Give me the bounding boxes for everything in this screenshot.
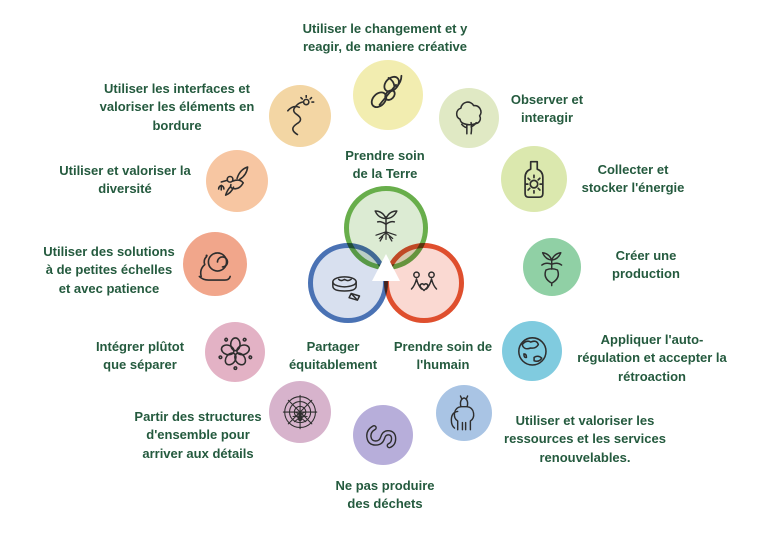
people-heart-icon <box>410 271 438 292</box>
principle-circle-diversity <box>206 150 268 212</box>
principle-label-small-slow: Utiliser des solutions à de petites éche… <box>43 244 175 296</box>
principle-label-renewables: Utiliser et valoriser les ressources et … <box>504 413 666 465</box>
winding-path-icon <box>286 94 315 136</box>
horse-icon <box>450 395 475 431</box>
principle-circle-edges <box>269 85 331 147</box>
principle-circle-collect-energy <box>501 146 567 212</box>
spider-web-icon <box>282 394 318 430</box>
worm-icon <box>365 424 396 448</box>
radish-icon <box>541 252 563 287</box>
principle-label-no-waste: Ne pas produire des déchets <box>335 478 435 512</box>
principle-circle-obtain-yield <box>523 238 581 296</box>
principle-label-self-regulation: Appliquer l'auto- régulation et accepter… <box>577 332 727 384</box>
bottled-sun-icon <box>523 160 544 198</box>
principle-circle-observe <box>439 88 499 148</box>
principle-label-patterns: Partir des structures d'ensemble pour ar… <box>134 409 262 461</box>
principle-circle-self-regulation <box>502 321 562 381</box>
hummingbird-icon <box>217 166 249 196</box>
principle-label-observe: Observer et interagir <box>510 92 584 126</box>
snail-icon <box>198 252 232 282</box>
principle-label-diversity: Utiliser et valoriser la diversité <box>59 163 191 197</box>
principle-circle-renewables <box>436 385 492 441</box>
pie-share-icon <box>332 276 361 301</box>
venn-label-earth-care: Prendre soin de la Terre <box>345 148 425 182</box>
venn-circle-people-care <box>384 243 464 323</box>
principle-circle-no-waste <box>353 405 413 465</box>
venn-circle-fair-share <box>308 243 388 323</box>
principle-label-collect-energy: Collecter et stocker l'énergie <box>581 162 685 196</box>
butterfly-icon <box>371 75 403 109</box>
principle-label-creative-change: Utiliser le changement et y reagir, de m… <box>302 21 468 55</box>
venn-label-fair-share: Partager équitablement <box>288 339 378 373</box>
venn-label-people-care: Prendre soin de l'humain <box>393 339 493 373</box>
earth-globe-icon <box>517 336 547 366</box>
principle-circle-creative-change <box>353 60 423 130</box>
principle-circle-patterns <box>269 381 331 443</box>
flower-rosette-icon <box>217 336 252 370</box>
tree-icon <box>455 100 482 135</box>
principle-label-integrate: Intégrer plûtot que séparer <box>95 339 185 373</box>
sapling-with-roots-icon <box>374 210 398 242</box>
principle-label-obtain-yield: Créer une production <box>612 248 680 282</box>
principle-circle-small-slow <box>183 232 247 296</box>
principle-circle-integrate <box>205 322 265 382</box>
principle-label-edges: Utiliser les interfaces et valoriser les… <box>99 81 255 133</box>
